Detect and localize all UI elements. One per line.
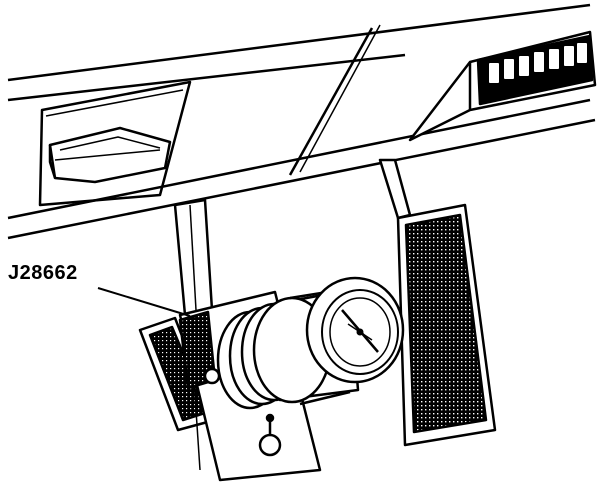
release-handle bbox=[48, 126, 172, 184]
panel-recess bbox=[38, 80, 192, 207]
dial-gauge bbox=[305, 276, 405, 384]
switch-bank bbox=[408, 30, 597, 142]
tool-callout-label: J28662 bbox=[8, 262, 78, 284]
accelerator-pedal bbox=[378, 158, 497, 447]
instrument-panel bbox=[7, 3, 596, 240]
brake-pedal-arm bbox=[173, 198, 214, 317]
callout-leader-line bbox=[97, 287, 191, 317]
